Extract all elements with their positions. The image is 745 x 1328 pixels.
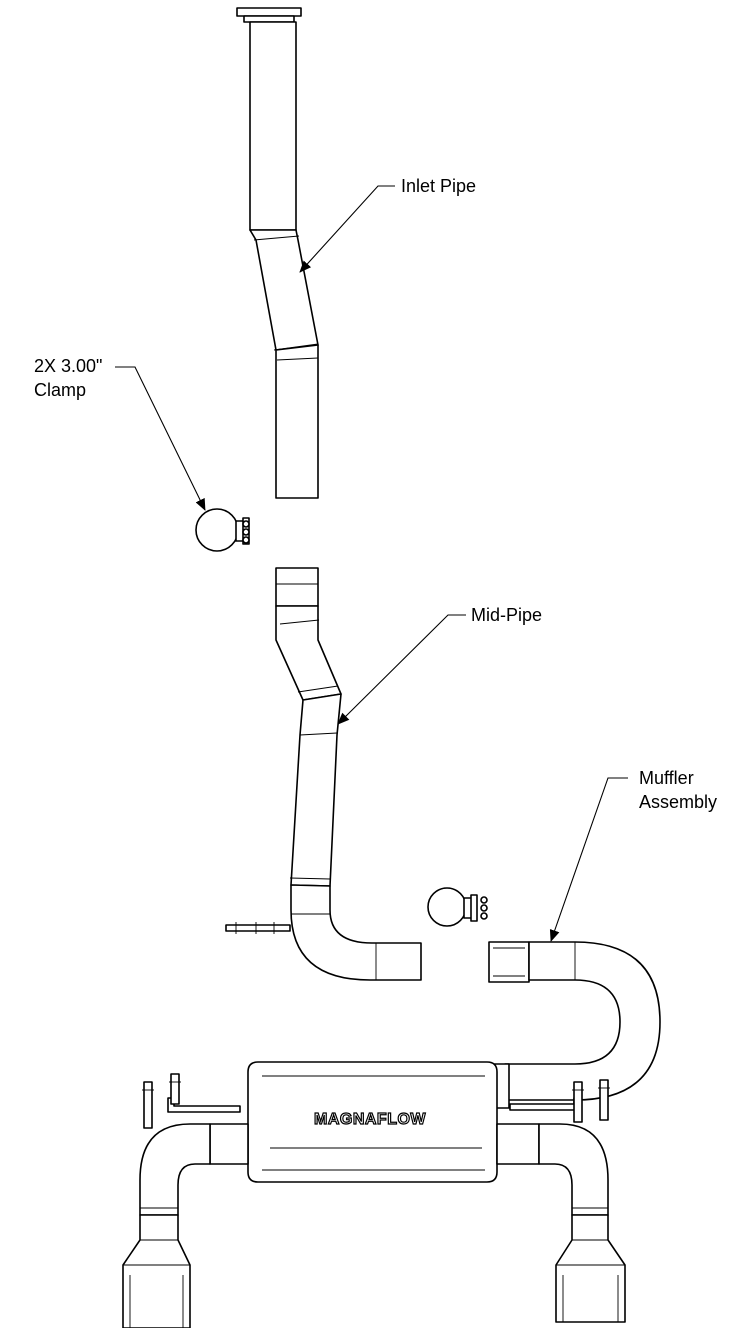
clamp-middle [427, 887, 488, 927]
mid-pipe [225, 567, 422, 981]
magnaflow-logo: MAGNAFLOW [314, 1111, 426, 1128]
label-clamp-line1: 2X 3.00" [34, 356, 102, 376]
label-mid-pipe: Mid-Pipe [471, 605, 542, 625]
muffler-assembly: MAGNAFLOW [122, 941, 661, 1328]
label-inlet-pipe: Inlet Pipe [401, 176, 476, 196]
label-muffler-line1: Muffler [639, 768, 694, 788]
callout-clamp: 2X 3.00" Clamp [34, 356, 206, 511]
inlet-pipe [236, 7, 319, 499]
callout-mid-pipe: Mid-Pipe [337, 605, 542, 725]
label-muffler-line2: Assembly [639, 792, 717, 812]
label-clamp-line2: Clamp [34, 380, 86, 400]
callout-inlet-pipe: Inlet Pipe [299, 176, 476, 273]
callout-muffler-assembly: Muffler Assembly [549, 768, 717, 942]
clamp-top [195, 508, 250, 552]
